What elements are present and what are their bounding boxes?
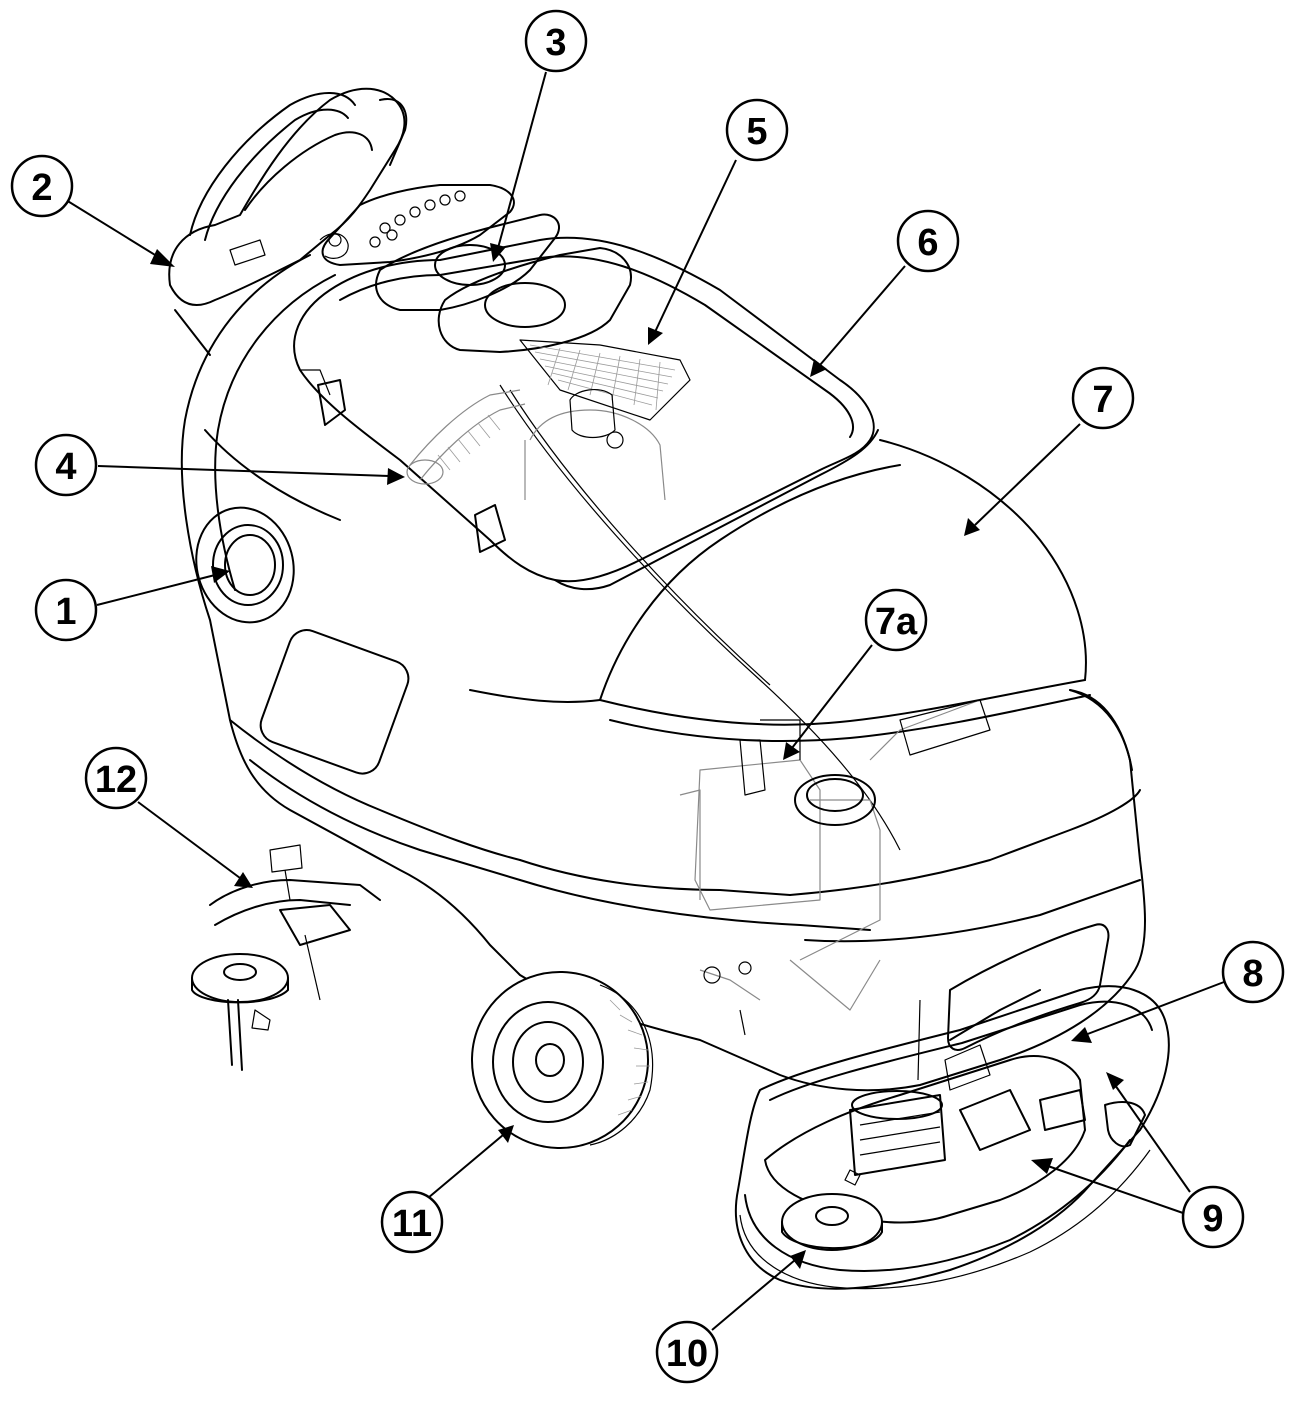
recovery-tank-lid <box>293 236 879 591</box>
svg-text:8: 8 <box>1242 953 1263 995</box>
scrub-deck <box>734 985 1170 1290</box>
leader-lines <box>65 71 1225 1331</box>
squeegee-assembly <box>191 844 381 1071</box>
callout-8: 8 <box>1221 940 1285 1004</box>
machine-drawing <box>168 87 1170 1290</box>
callout-12: 12 <box>84 746 148 810</box>
svg-text:2: 2 <box>31 167 52 209</box>
svg-text:11: 11 <box>392 1203 432 1245</box>
svg-text:10: 10 <box>666 1333 708 1375</box>
svg-text:7: 7 <box>1092 379 1113 421</box>
svg-text:4: 4 <box>55 446 76 488</box>
callout-6: 6 <box>896 209 960 273</box>
callout-10: 10 <box>655 1320 719 1384</box>
drive-wheel <box>471 971 654 1149</box>
callout-9: 9 <box>1181 1185 1245 1249</box>
svg-text:7a: 7a <box>875 601 918 643</box>
svg-text:6: 6 <box>917 222 938 264</box>
callout-bubbles: 1 2 3 4 5 6 7 7a <box>10 9 1285 1384</box>
callout-1: 1 <box>34 578 98 642</box>
callout-2: 2 <box>10 154 74 218</box>
solution-tank-internal <box>679 699 991 1011</box>
callout-7: 7 <box>1071 366 1135 430</box>
solution-tank-cover <box>469 384 1091 851</box>
callout-7a: 7a <box>864 588 928 652</box>
callout-5: 5 <box>725 98 789 162</box>
svg-text:1: 1 <box>55 591 76 633</box>
control-panel <box>321 184 515 266</box>
main-body <box>180 254 1146 1092</box>
svg-text:9: 9 <box>1202 1198 1223 1240</box>
debris-basket <box>437 247 691 421</box>
callout-3: 3 <box>524 9 588 73</box>
callout-11: 11 <box>380 1190 444 1254</box>
svg-text:3: 3 <box>545 22 566 64</box>
svg-text:5: 5 <box>746 111 767 153</box>
callout-4: 4 <box>34 433 98 497</box>
steering-handle <box>168 87 408 356</box>
headlight <box>195 506 295 624</box>
internal-hoses <box>300 369 666 553</box>
svg-text:12: 12 <box>95 759 137 801</box>
